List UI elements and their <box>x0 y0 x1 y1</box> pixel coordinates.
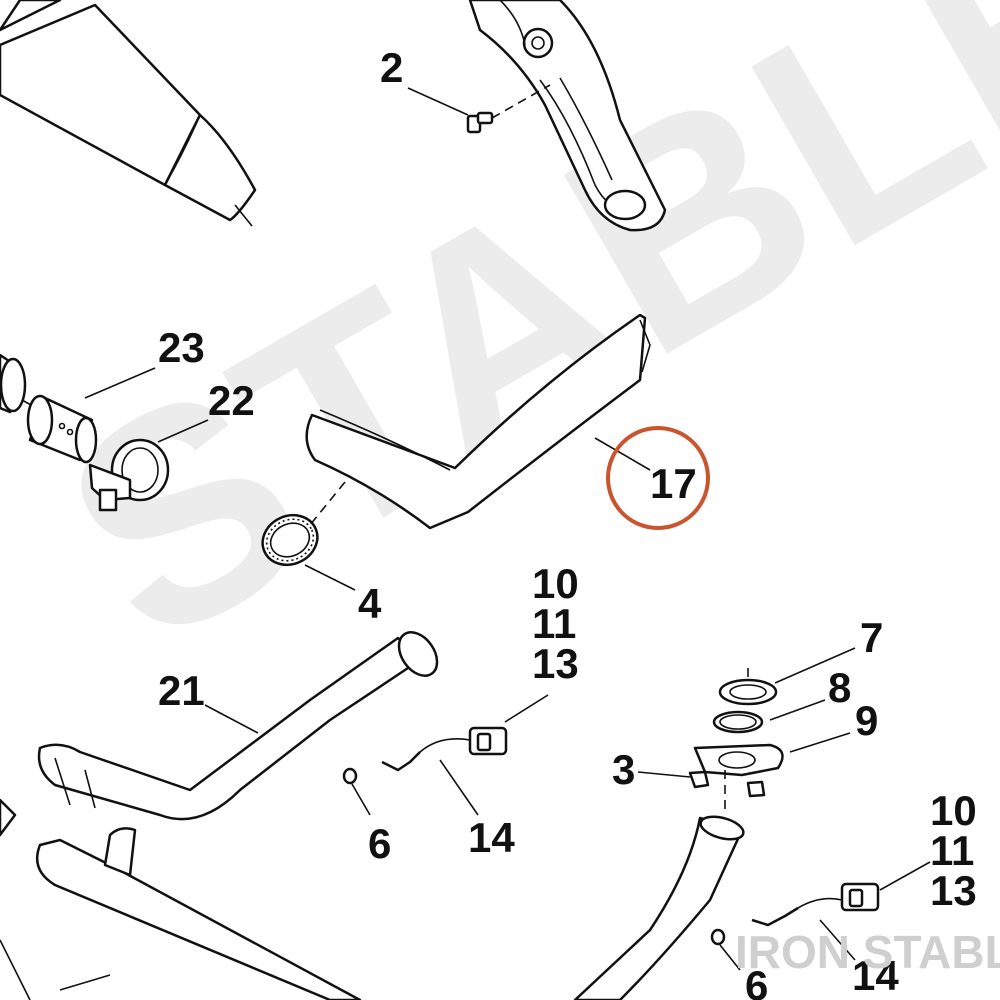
leader-6a <box>351 783 371 816</box>
rear-head-pipe <box>573 815 745 1000</box>
leader-7 <box>774 647 856 684</box>
left-pipe-stub <box>0 353 27 414</box>
leader-14a <box>439 759 479 816</box>
leader-23 <box>84 367 156 399</box>
bolt-2 <box>466 111 494 134</box>
dashline-4 <box>309 481 346 526</box>
leader-10a <box>504 694 549 723</box>
callout-22: 22 <box>208 377 255 424</box>
callout-3: 3 <box>612 746 635 793</box>
callout-6b: 6 <box>745 962 768 1000</box>
leader-17 <box>594 437 651 471</box>
callout-4: 4 <box>358 580 382 627</box>
o2-sensor-upper <box>342 726 508 785</box>
leader-4 <box>304 564 356 591</box>
callout-23: 23 <box>158 324 205 371</box>
muffler-upper <box>0 0 257 227</box>
callout-13a: 13 <box>532 640 579 687</box>
leader-14b <box>819 919 856 961</box>
leader-3 <box>637 771 691 778</box>
callout-11a: 11 <box>532 600 576 647</box>
head-pipe-17 <box>305 313 651 530</box>
callout-11b: 11 <box>930 827 974 874</box>
highlight-circle-17 <box>606 426 710 530</box>
leader-6b <box>719 944 741 971</box>
callout-13b: 13 <box>930 867 977 914</box>
leader-2 <box>407 87 469 116</box>
callout-14a: 14 <box>468 814 515 861</box>
callout-2: 2 <box>380 44 403 91</box>
o2-sensor-lower <box>710 882 880 946</box>
callout-6a: 6 <box>368 820 391 867</box>
callout-21: 21 <box>158 667 205 714</box>
sleeve-23 <box>26 394 98 464</box>
callout-9: 9 <box>855 697 878 744</box>
flange-stack <box>688 678 784 798</box>
dashline-2 <box>491 84 551 119</box>
leader-21 <box>204 704 259 734</box>
leader-9 <box>789 732 851 753</box>
callout-14b: 14 <box>852 952 899 999</box>
brand-watermark: IRON STABLE <box>735 926 1000 978</box>
crossover-pipe-21 <box>0 631 439 1000</box>
callout-8: 8 <box>828 664 851 711</box>
leader-8 <box>769 699 826 721</box>
callout-10a: 10 <box>532 560 579 607</box>
hanger-bracket <box>468 0 667 232</box>
clamp-22 <box>88 438 170 512</box>
callout-7: 7 <box>860 614 883 661</box>
callout-10b: 10 <box>930 787 977 834</box>
callout-17: 17 <box>650 460 697 507</box>
leader-22 <box>157 419 209 443</box>
gasket-4 <box>261 513 319 567</box>
leader-10b <box>879 861 931 891</box>
